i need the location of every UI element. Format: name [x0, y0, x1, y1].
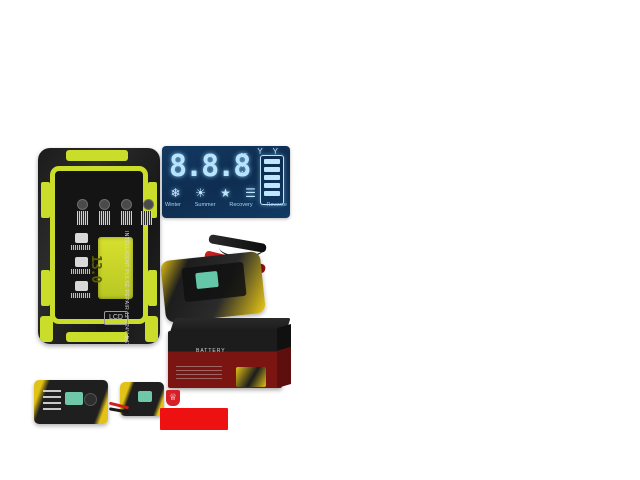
box-front-face: BATTERY	[168, 331, 282, 388]
front-view-knob	[84, 393, 97, 406]
mode-button-2[interactable]	[99, 199, 110, 210]
mode-button-4[interactable]	[143, 199, 154, 210]
faceplate-print	[99, 211, 110, 225]
charger-lcd-value: 13.0	[88, 255, 103, 283]
mode-label-recovery: Recovery	[229, 202, 253, 208]
lcd-units: ℃ V A	[240, 152, 248, 179]
charger-corner-grip	[40, 316, 53, 342]
leads-view-screen	[138, 391, 152, 402]
mode-button-1[interactable]	[77, 199, 88, 210]
box-spec-print	[176, 363, 222, 379]
retail-product-box: BATTERY	[167, 318, 291, 390]
main-charger-product: 13.0 INTELLIGENT PULSE REPAIR 12V/24V BA…	[38, 148, 160, 344]
select-button[interactable]	[75, 281, 88, 291]
mode-label-winter: Winter	[165, 202, 181, 208]
charger-with-clamps	[160, 232, 281, 324]
unit-celsius: ℃	[240, 153, 248, 160]
charger-side-fin	[148, 270, 157, 306]
sun-icon: ☀	[195, 186, 206, 200]
box-brand-text: BATTERY	[196, 348, 226, 354]
mode-button-3[interactable]	[121, 199, 132, 210]
charger-side-text: INTELLIGENT PULSE REPAIR 12V/24V BATTERY…	[123, 231, 129, 344]
box-product-photo	[236, 367, 266, 387]
charger-faceplate: 13.0 INTELLIGENT PULSE REPAIR 12V/24V BA…	[50, 166, 154, 344]
unit-amp: A	[240, 171, 245, 178]
shield-icon: ★	[220, 186, 231, 200]
battery-level-icon	[260, 155, 284, 205]
front-view-screen	[65, 392, 83, 405]
charger-corner-grip	[145, 316, 158, 342]
charger-front-view	[34, 380, 108, 424]
left-product-collage: 13.0 INTELLIGENT PULSE REPAIR 12V/24V BA…	[0, 60, 320, 430]
eagle-glyph: ♕	[168, 392, 178, 402]
charger-side-fin	[41, 182, 50, 218]
lcd-mode-labels: Winter Summer Recovery Reverse	[164, 202, 288, 208]
charger-logo: LCD	[104, 311, 128, 325]
mode-label-summer: Summer	[194, 202, 216, 208]
polish-eagle-emblem: ♕	[166, 390, 180, 406]
faceplate-print	[121, 211, 132, 225]
front-view-keys	[43, 390, 61, 410]
unit-volt: V	[240, 162, 245, 169]
charger-lcd-screen: 13.0	[88, 237, 133, 299]
charger-button-row	[77, 199, 154, 213]
box-side-face	[277, 323, 291, 389]
select-button[interactable]	[75, 257, 88, 267]
red-banner-strip	[160, 408, 228, 430]
lines-icon: ☰	[245, 186, 256, 200]
charger-bottom-tab	[66, 332, 128, 342]
right-usage-panel: − + BATTERY Y Y ❄ Winter 13.8 V Y Y	[332, 72, 628, 384]
select-label	[71, 269, 91, 274]
clamp-unit-screen	[195, 270, 219, 290]
charger-side-fin	[41, 270, 50, 306]
snowflake-icon: ❄	[170, 186, 181, 200]
lcd-segment-diagram: 8.8.8 ℃ V A Y Y ❄ ☀ ★ ☰ Winter	[162, 146, 290, 218]
lcd-mode-icons: ❄ ☀ ★ ☰	[168, 186, 260, 202]
select-label	[71, 293, 91, 298]
select-button[interactable]	[75, 233, 88, 243]
lcd-digits: 8.8.8	[169, 149, 251, 184]
faceplate-print	[141, 211, 152, 225]
select-label	[71, 245, 91, 250]
mode-label-reverse: Reverse	[266, 202, 287, 208]
faceplate-print	[77, 211, 88, 225]
battery-terminal-marks: Y Y	[257, 147, 282, 156]
charger-with-leads	[108, 382, 164, 416]
charger-top-tab	[66, 150, 128, 161]
